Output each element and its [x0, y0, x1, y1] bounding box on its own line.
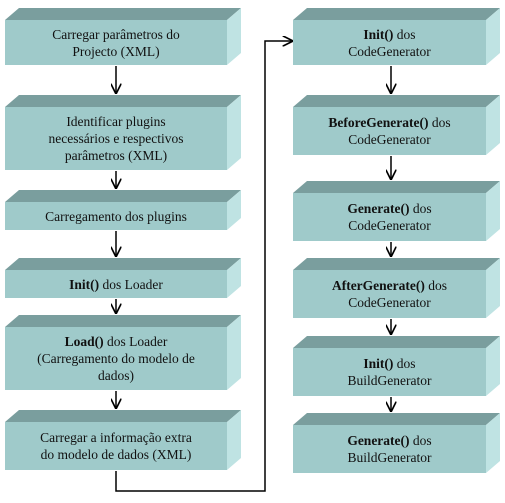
step-line: CodeGenerator — [348, 43, 431, 59]
step-line: Init() dos Loader — [69, 276, 163, 292]
step-init-buildgenerator: Init() dos BuildGenerator — [293, 348, 486, 396]
step-init-loader: Init() dos Loader — [5, 270, 227, 298]
step-line: BuildGenerator — [347, 450, 432, 465]
step-line: Identificar plugins — [66, 114, 166, 129]
step-line: Generate() dos — [347, 201, 432, 216]
arrow-connector-to-right-column — [115, 41, 292, 492]
step-line: CodeGenerator — [348, 218, 431, 233]
step-generate-buildgenerator: Generate() dos BuildGenerator — [293, 425, 486, 473]
step-load-loader: Load() dos Loader (Carregamento do model… — [5, 327, 227, 390]
step-line: Carregar parâmetros do — [52, 26, 180, 42]
step-generate-codegenerator: Generate() dos CodeGenerator — [293, 193, 486, 241]
step-line: BeforeGenerate() dos — [328, 115, 451, 130]
step-line: Projecto (XML) — [72, 43, 160, 59]
step-identificar-plugins: Identificar plugins necessários e respec… — [5, 107, 227, 170]
step-line: Generate() dos — [347, 433, 432, 448]
step-line: CodeGenerator — [348, 295, 431, 310]
step-init-codegenerator: Init() dos CodeGenerator — [293, 20, 486, 65]
step-carregar-parametros: Carregar parâmetros do Projecto (XML) — [5, 20, 227, 65]
step-beforegenerate-codegenerator: BeforeGenerate() dos CodeGenerator — [293, 107, 486, 155]
step-line: Carregar a informação extra — [40, 430, 192, 445]
step-line: AfterGenerate() dos — [331, 278, 448, 293]
step-carregamento-plugins: Carregamento dos plugins — [5, 202, 227, 230]
step-line: BuildGenerator — [347, 373, 432, 388]
step-aftergenerate-codegenerator: AfterGenerate() dos CodeGenerator — [293, 270, 486, 318]
step-line: Init() dos — [363, 356, 416, 371]
step-line: Init() dos — [363, 26, 416, 42]
step-line: dados) — [98, 368, 134, 383]
step-line: Load() dos Loader — [64, 334, 168, 349]
step-line: (Carregamento do modelo de — [37, 351, 195, 366]
step-carregar-info-extra: Carregar a informação extra do modelo de… — [5, 422, 227, 470]
step-line: necessários e respectivos — [48, 131, 184, 146]
step-line: Carregamento dos plugins — [45, 208, 187, 224]
step-line: parâmetros (XML) — [64, 148, 168, 163]
step-line: CodeGenerator — [348, 132, 431, 147]
step-line: do modelo de dados (XML) — [40, 447, 192, 462]
